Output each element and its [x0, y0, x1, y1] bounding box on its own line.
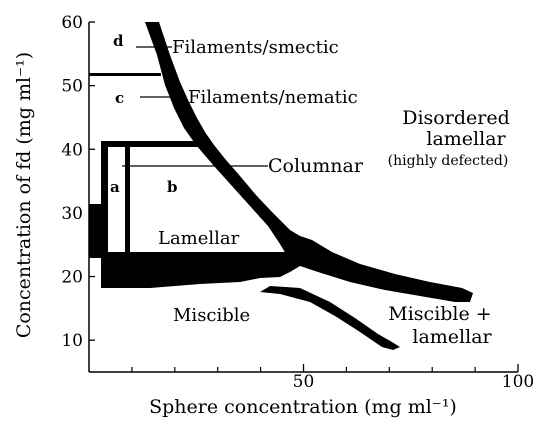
region-label-filaments-smectic: Filaments/smectic — [172, 37, 339, 58]
marker-a: a — [110, 178, 120, 196]
y-ticks: 10 20 30 40 50 60 — [61, 13, 95, 351]
lower-boundary-band — [101, 252, 300, 288]
columnar-box-inner — [125, 147, 130, 258]
region-label-disordered-line2: lamellar — [426, 128, 506, 150]
region-label-miscible-lamellar-line2: lamellar — [412, 326, 492, 348]
x-axis-label: Sphere concentration (mg ml⁻¹) — [149, 396, 457, 418]
region-label-filaments-nematic: Filaments/nematic — [188, 87, 358, 108]
y-axis-label: Concentration of fd (mg ml⁻¹) — [13, 52, 35, 338]
region-label-lamellar: Lamellar — [158, 228, 240, 249]
y-tick-label: 10 — [61, 331, 83, 351]
region-label-miscible: Miscible — [173, 305, 250, 326]
x-ticks: 50 100 — [131, 364, 534, 392]
filament-boundary-band — [145, 22, 473, 302]
left-wall — [89, 204, 103, 258]
marker-d: d — [113, 32, 124, 50]
y-tick-label: 60 — [61, 13, 83, 33]
leader-lines — [122, 46, 268, 167]
marker-c: c — [115, 89, 124, 107]
x-tick-label: 100 — [502, 372, 534, 392]
y-tick-label: 20 — [61, 268, 83, 288]
region-label-disordered-line1: Disordered — [402, 107, 509, 129]
region-label-columnar: Columnar — [268, 155, 364, 177]
y-tick-label: 30 — [61, 204, 83, 224]
marker-b: b — [167, 178, 178, 196]
region-label-miscible-lamellar-line1: Miscible + — [388, 303, 491, 325]
x-tick-label: 50 — [293, 372, 315, 392]
y-tick-label: 40 — [61, 140, 83, 160]
line-fd-50 — [89, 73, 161, 76]
miscible-lamellar-tail — [260, 286, 400, 350]
phase-boundaries — [89, 22, 473, 350]
y-tick-label: 50 — [61, 77, 83, 97]
region-sublabel-highly-defected: (highly defected) — [388, 153, 509, 169]
